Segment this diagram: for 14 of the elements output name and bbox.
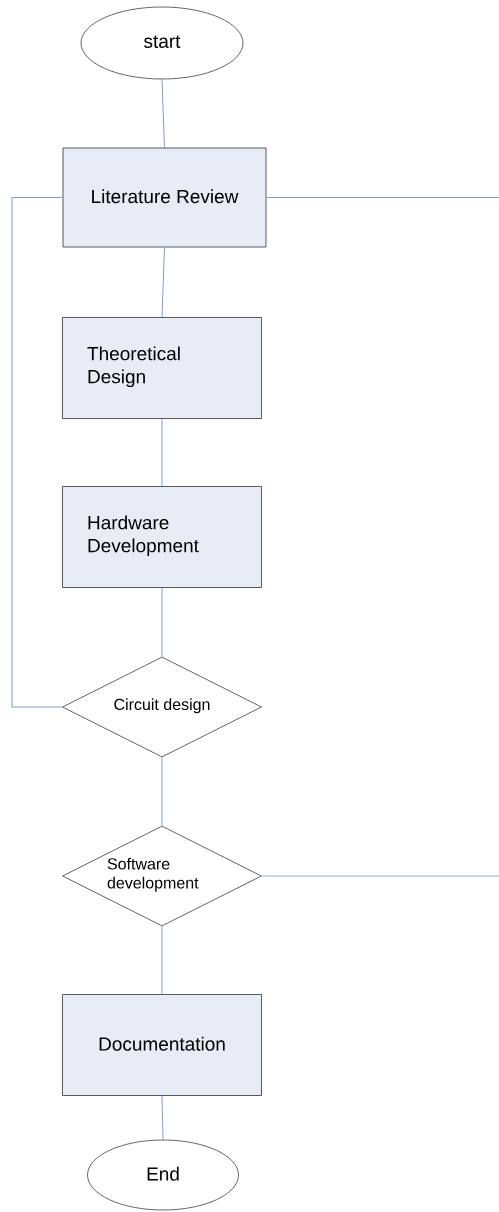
process-box: Theoretical Design <box>62 317 262 419</box>
process-box: Documentation <box>62 994 262 1096</box>
connector-line <box>161 246 165 318</box>
connector-line <box>161 587 163 658</box>
connector-line <box>11 197 64 708</box>
connector-line <box>161 756 163 827</box>
connector-line <box>161 78 165 149</box>
connector-line <box>161 1095 164 1141</box>
connector-line <box>265 197 499 198</box>
connector-line <box>161 925 163 995</box>
process-box: Hardware Development <box>62 486 262 588</box>
connector-line <box>261 875 499 877</box>
process-box: Literature Review <box>62 147 267 248</box>
connector-line <box>161 418 163 487</box>
